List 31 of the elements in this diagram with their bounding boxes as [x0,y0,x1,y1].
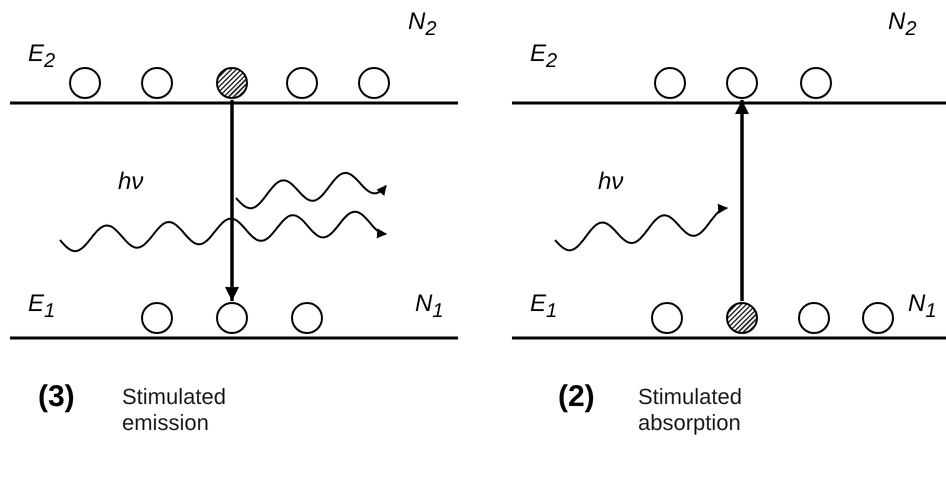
energy-level-symbol: E$_{2}$ [28,40,56,73]
population-symbol: N$_{1}$ [415,290,444,323]
population-symbol: N$_{2}$ [408,8,436,41]
atom-circle [216,302,248,334]
atom-circle [358,67,390,99]
atom-circle [726,67,758,99]
photon-energy-symbol: hν [598,168,624,196]
atom-circle [141,67,173,99]
panel-number: (2) [558,380,595,414]
transition-arrow [735,100,749,301]
atom-circle [141,302,173,334]
population-symbol: N$_{2}$ [888,8,916,41]
energy-level-symbol: E$_{1}$ [530,290,558,323]
panel-caption: Stimulated absorption [638,384,743,436]
transition-arrow [225,100,239,301]
photon-energy-symbol: hν [118,168,144,196]
hatched-atom-circle [216,67,248,99]
atom-circle [800,67,832,99]
panel-caption: Stimulated emission [122,384,227,436]
atom-circle [291,302,323,334]
hatched-atom-circle [726,302,758,334]
atom-circle [651,302,683,334]
atom-circle [286,67,318,99]
atom-circle [69,67,101,99]
population-symbol: N$_{1}$ [908,290,936,323]
energy-level-symbol: E$_{1}$ [28,290,56,323]
atom-circle [862,302,894,334]
atom-circle [798,302,830,334]
panel-number: (3) [38,380,75,414]
energy-level-symbol: E$_{2}$ [530,40,558,73]
atom-circle [654,67,686,99]
